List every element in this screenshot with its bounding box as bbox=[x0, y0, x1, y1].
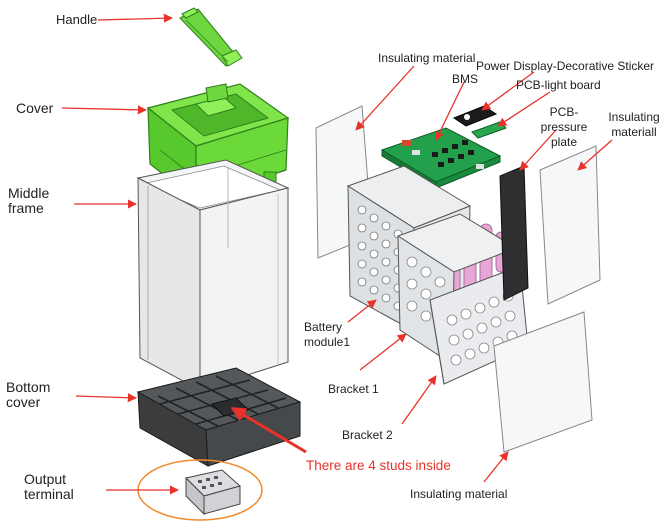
studs-note: There are 4 studs inside bbox=[306, 458, 451, 473]
leader-bms bbox=[435, 81, 465, 141]
insulating-sheet-bottom bbox=[493, 311, 593, 453]
insulating-material-bottom-label: Insulating material bbox=[410, 487, 508, 501]
handle-part bbox=[179, 7, 243, 67]
bottom-cover-label: Bottom cover bbox=[6, 379, 51, 410]
leader-handle bbox=[97, 13, 173, 23]
middle-frame-part bbox=[136, 159, 290, 391]
cover-label: Cover bbox=[16, 100, 54, 116]
leader-bracket1 bbox=[359, 333, 407, 371]
bms-label: BMS bbox=[452, 72, 479, 86]
middle-frame-label: Middle frame bbox=[8, 185, 50, 216]
pcb-pressure-plate-part bbox=[499, 165, 529, 301]
bracket2-label: Bracket 2 bbox=[342, 428, 393, 442]
leader-cover bbox=[61, 105, 147, 115]
studs-arrow bbox=[230, 406, 307, 454]
leader-lines bbox=[61, 13, 613, 495]
pcb-light-board-label: PCB-light board bbox=[516, 78, 601, 92]
power-display-sticker-part bbox=[452, 105, 498, 127]
insulating-material-top-label: Insulating material bbox=[378, 51, 476, 65]
bracket1-label: Bracket 1 bbox=[328, 382, 379, 396]
bottom-cover-part bbox=[136, 367, 302, 467]
leader-bracket2 bbox=[401, 375, 437, 425]
leader-insulating-bottom bbox=[483, 451, 509, 483]
handle-label: Handle bbox=[56, 12, 98, 27]
leader-insulating-right bbox=[577, 139, 613, 171]
leader-insulating-top bbox=[355, 65, 415, 131]
leader-bottom-cover bbox=[75, 393, 137, 403]
leader-battery-module bbox=[347, 299, 377, 323]
power-display-sticker-label: Power Display-Decorative Sticker bbox=[476, 59, 655, 73]
insulating-sheet-right bbox=[539, 145, 601, 305]
pcb-pressure-plate-label: PCB-pressure plate bbox=[540, 105, 588, 149]
leader-pcb-light bbox=[497, 91, 551, 127]
insulating-materiall-label: Insulating materiall bbox=[608, 110, 660, 139]
output-terminal-label: Output terminal bbox=[24, 471, 74, 502]
leader-power-display bbox=[481, 71, 535, 111]
leader-pcb-pressure bbox=[519, 129, 557, 171]
battery-module1-label: Battery module1 bbox=[304, 320, 351, 349]
